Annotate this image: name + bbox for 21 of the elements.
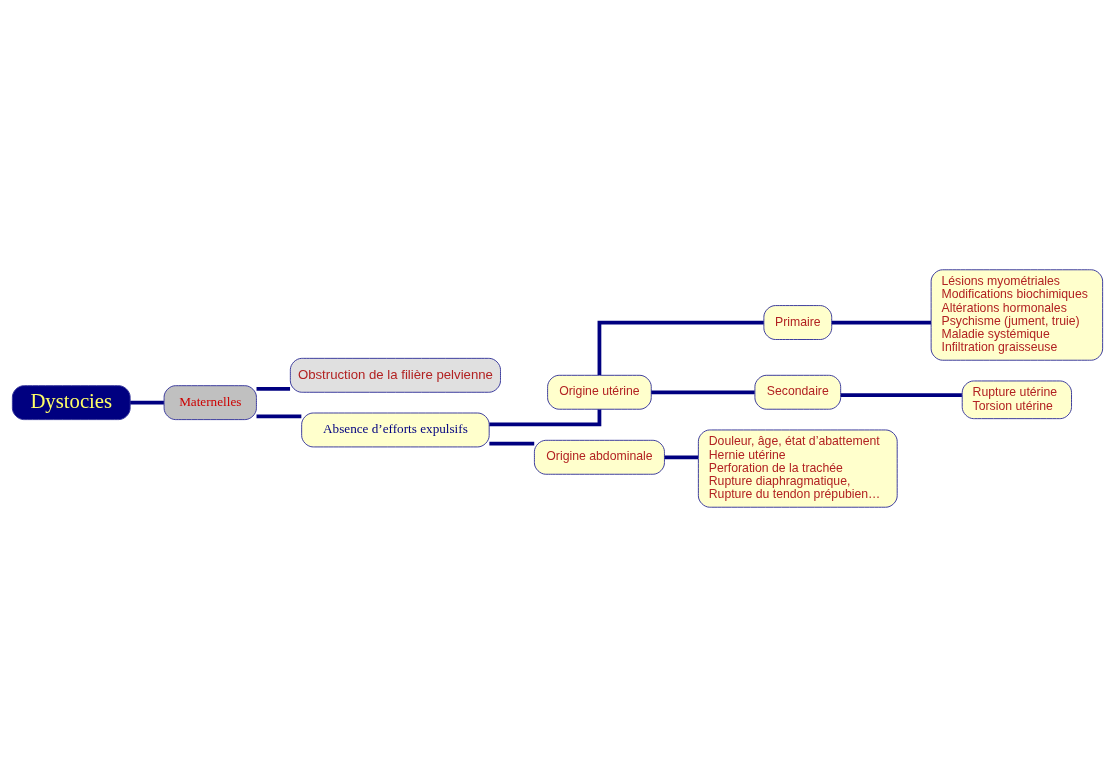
node-box: Origine abdominale: [533, 439, 665, 475]
connector: [256, 386, 291, 391]
connector: [597, 320, 764, 375]
node-box: Maternelles: [163, 384, 257, 420]
connector: [489, 408, 602, 426]
connector: [651, 389, 755, 394]
connector: [130, 400, 164, 404]
connector: [831, 320, 931, 324]
connector: [664, 454, 699, 459]
node-box: Douleur, âge, état d’abattement Hernie utérine Perforation de la trachée Rupture diaphragmatique, Rupture du tendon prépubien…: [697, 429, 898, 508]
node-box: Absence d’efforts expulsifs: [301, 412, 490, 447]
node-box: Secondaire: [754, 374, 842, 410]
node-box: Obstruction de la filière pelvienne: [289, 357, 501, 393]
connector: [840, 392, 962, 397]
connector: [256, 413, 302, 418]
node-box: Origine utérine: [547, 374, 652, 410]
node-box: Primaire: [763, 304, 833, 340]
node-box: Lésions myométriales Modifications biochimiques Altérations hormonales Psychisme (jument, truie) Maladie systémique Infiltration graisseuse: [930, 268, 1104, 361]
connector: [489, 441, 535, 445]
node-box: Rupture utérine Torsion utérine: [961, 380, 1072, 419]
node-box: Dystocies: [11, 384, 131, 420]
